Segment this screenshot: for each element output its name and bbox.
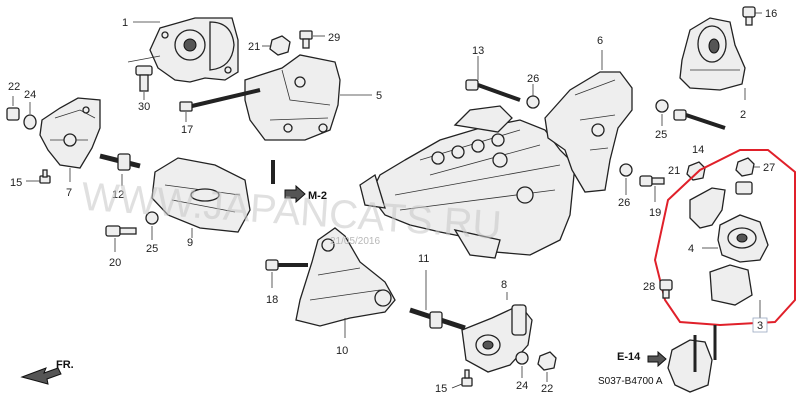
callout-14: 14 xyxy=(692,144,704,156)
part-2-mount xyxy=(679,17,746,91)
washer-26-top xyxy=(526,95,540,109)
ref-m2: M-2 xyxy=(308,190,327,202)
washer-24-left xyxy=(23,114,37,130)
callout-18: 18 xyxy=(266,294,278,306)
e14-arrow-icon xyxy=(647,350,667,368)
part-4-mount xyxy=(689,181,769,306)
callout-2: 2 xyxy=(740,109,746,121)
bolt-16 xyxy=(742,6,756,26)
callout-8: 8 xyxy=(501,279,507,291)
callout-11: 11 xyxy=(418,253,429,265)
bolt-28 xyxy=(659,279,673,299)
ref-e14: E-14 xyxy=(617,351,641,363)
bolt-19 xyxy=(639,175,665,187)
nut-27 xyxy=(735,157,755,177)
part-5-bracket xyxy=(244,54,341,141)
callout-13: 13 xyxy=(472,45,484,57)
callout-30: 30 xyxy=(138,101,150,113)
callout-15b: 15 xyxy=(435,383,447,395)
engine-block xyxy=(359,105,576,259)
callout-6: 6 xyxy=(597,35,603,47)
nut-22-bottom xyxy=(537,351,557,371)
ref-fr: FR. xyxy=(56,359,74,371)
part-8-mount xyxy=(461,304,533,373)
callout-21b: 21 xyxy=(668,165,680,177)
nut-21-top xyxy=(269,35,291,56)
callout-22b: 22 xyxy=(541,383,553,395)
callout-24b: 24 xyxy=(516,380,528,392)
callout-3-box xyxy=(752,317,768,333)
callout-28: 28 xyxy=(643,281,655,293)
callout-16: 16 xyxy=(765,8,777,20)
bolt-30 xyxy=(135,65,153,92)
callout-22a: 22 xyxy=(8,81,20,93)
front-arrow-icon xyxy=(20,367,62,385)
callout-15a: 15 xyxy=(10,177,22,189)
callout-17: 17 xyxy=(181,124,193,136)
callout-19: 19 xyxy=(649,207,661,219)
callout-21a: 21 xyxy=(248,41,260,53)
date-stamp: 21/05/2016 xyxy=(330,236,380,247)
washer-24-bottom xyxy=(515,351,529,365)
diagram-code: S037-B4700 A xyxy=(598,376,663,387)
part-10-bracket xyxy=(295,227,396,327)
callout-26a: 26 xyxy=(527,73,539,85)
callout-1: 1 xyxy=(122,17,128,29)
stud-12 xyxy=(99,153,141,171)
washer-25-right xyxy=(655,99,669,113)
callout-25a: 25 xyxy=(146,243,158,255)
part-1-mount xyxy=(149,17,239,83)
m2-arrow-icon xyxy=(284,184,306,204)
nut-22-left xyxy=(6,107,20,121)
bolt-18 xyxy=(265,259,308,271)
bolt-20 xyxy=(105,225,137,237)
callout-29: 29 xyxy=(328,32,340,44)
bolt-17 xyxy=(179,88,261,112)
bolt-29 xyxy=(299,30,313,49)
bolt-13 xyxy=(465,79,521,102)
washer-25-left xyxy=(145,211,159,225)
callout-20: 20 xyxy=(109,257,121,269)
callout-9: 9 xyxy=(187,237,193,249)
callout-5: 5 xyxy=(376,90,382,102)
nut-21-right xyxy=(686,161,706,181)
callout-27: 27 xyxy=(763,162,775,174)
bolt-15-left xyxy=(39,169,51,184)
washer-26-right xyxy=(619,163,633,177)
part-6-bracket xyxy=(544,71,633,193)
callout-10: 10 xyxy=(336,345,348,357)
callout-12: 12 xyxy=(112,189,124,201)
bolt-14 xyxy=(673,109,726,130)
part-7-bracket xyxy=(39,97,101,169)
bolt-15-bottom xyxy=(461,369,473,387)
callout-4: 4 xyxy=(688,243,694,255)
callout-3: 3 xyxy=(757,320,763,332)
stud-11 xyxy=(409,307,466,331)
part-9-mount xyxy=(151,157,251,233)
callout-26b: 26 xyxy=(618,197,630,209)
callout-7: 7 xyxy=(66,187,72,199)
callout-25b: 25 xyxy=(655,129,667,141)
callout-24a: 24 xyxy=(24,89,36,101)
e14-bracket xyxy=(667,325,717,393)
